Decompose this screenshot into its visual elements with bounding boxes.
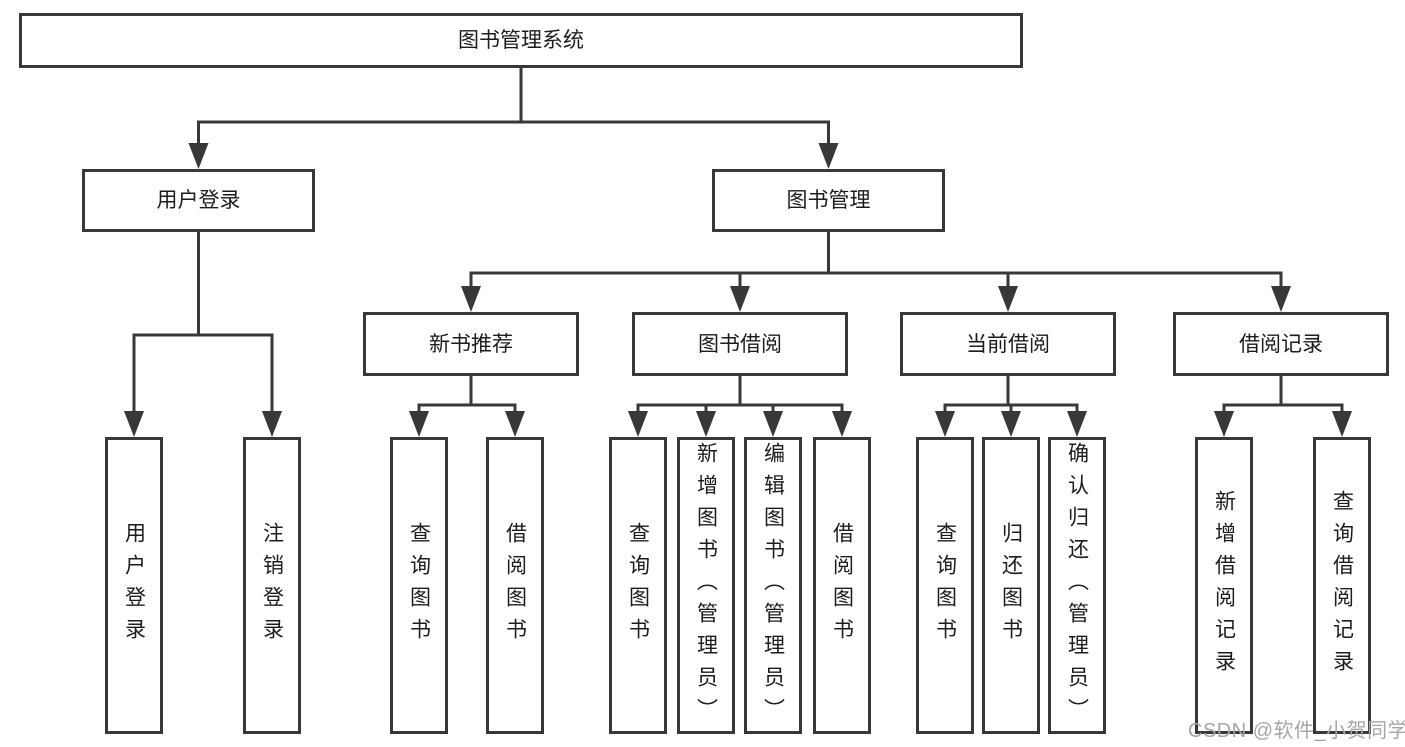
box-borrowing-records: 借阅记录 (1173, 312, 1389, 376)
label-leaf-borrowing-query-books: 查询图书 (626, 521, 650, 650)
csdn-watermark: CSDN @软件_小贺同学 (1188, 720, 1405, 742)
label-new-book-recommend: 新书推荐 (429, 332, 513, 356)
box-current-borrowing: 当前借阅 (900, 312, 1116, 376)
leaf-borrowing-query-books: 查询图书 (609, 437, 667, 734)
label-leaf-borrowing-borrow-books: 借阅图书 (830, 521, 854, 650)
label-leaf-records-query-record: 查询借阅记录 (1330, 489, 1354, 682)
label-library-management-system: 图书管理系统 (458, 29, 584, 52)
leaf-borrowing-add-books-admin: 新增图书（管理员） (677, 437, 735, 734)
box-book-borrowing: 图书借阅 (632, 312, 848, 376)
leaf-current-return-books: 归还图书 (982, 437, 1040, 734)
label-leaf-logout: 注销登录 (260, 521, 284, 650)
leaf-borrowing-edit-books-admin: 编辑图书（管理员） (744, 437, 802, 734)
label-book-management: 图书管理 (786, 189, 871, 212)
box-library-management-system: 图书管理系统 (19, 13, 1023, 68)
leaf-newbook-query-books: 查询图书 (390, 437, 448, 734)
label-leaf-records-add-record: 新增借阅记录 (1212, 489, 1236, 682)
leaf-newbook-borrow-books: 借阅图书 (486, 437, 544, 734)
label-current-borrowing: 当前借阅 (966, 332, 1050, 356)
label-borrowing-records: 借阅记录 (1239, 332, 1323, 356)
leaf-records-add-record: 新增借阅记录 (1195, 437, 1253, 734)
leaf-records-query-record: 查询借阅记录 (1313, 437, 1371, 734)
label-user-login: 用户登录 (156, 189, 241, 212)
leaf-current-confirm-return-admin: 确认归还（管理员） (1048, 437, 1106, 734)
box-book-management: 图书管理 (712, 169, 945, 232)
label-leaf-newbook-borrow-books: 借阅图书 (503, 521, 527, 650)
box-new-book-recommend: 新书推荐 (363, 312, 579, 376)
label-leaf-user-login: 用户登录 (122, 521, 146, 650)
leaf-user-login: 用户登录 (105, 437, 163, 734)
leaf-borrowing-borrow-books: 借阅图书 (813, 437, 871, 734)
leaf-current-query-books: 查询图书 (916, 437, 974, 734)
label-leaf-newbook-query-books: 查询图书 (407, 521, 431, 650)
label-leaf-current-confirm-return-admin: 确认归还（管理员） (1065, 441, 1089, 730)
label-leaf-current-query-books: 查询图书 (933, 521, 957, 650)
label-leaf-borrowing-add-books-admin: 新增图书（管理员） (694, 441, 718, 730)
label-leaf-borrowing-edit-books-admin: 编辑图书（管理员） (761, 441, 785, 730)
label-book-borrowing: 图书借阅 (698, 332, 782, 356)
box-user-login: 用户登录 (82, 169, 315, 232)
leaf-logout: 注销登录 (243, 437, 301, 734)
arrowheads (124, 143, 1352, 437)
label-leaf-current-return-books: 归还图书 (999, 521, 1023, 650)
